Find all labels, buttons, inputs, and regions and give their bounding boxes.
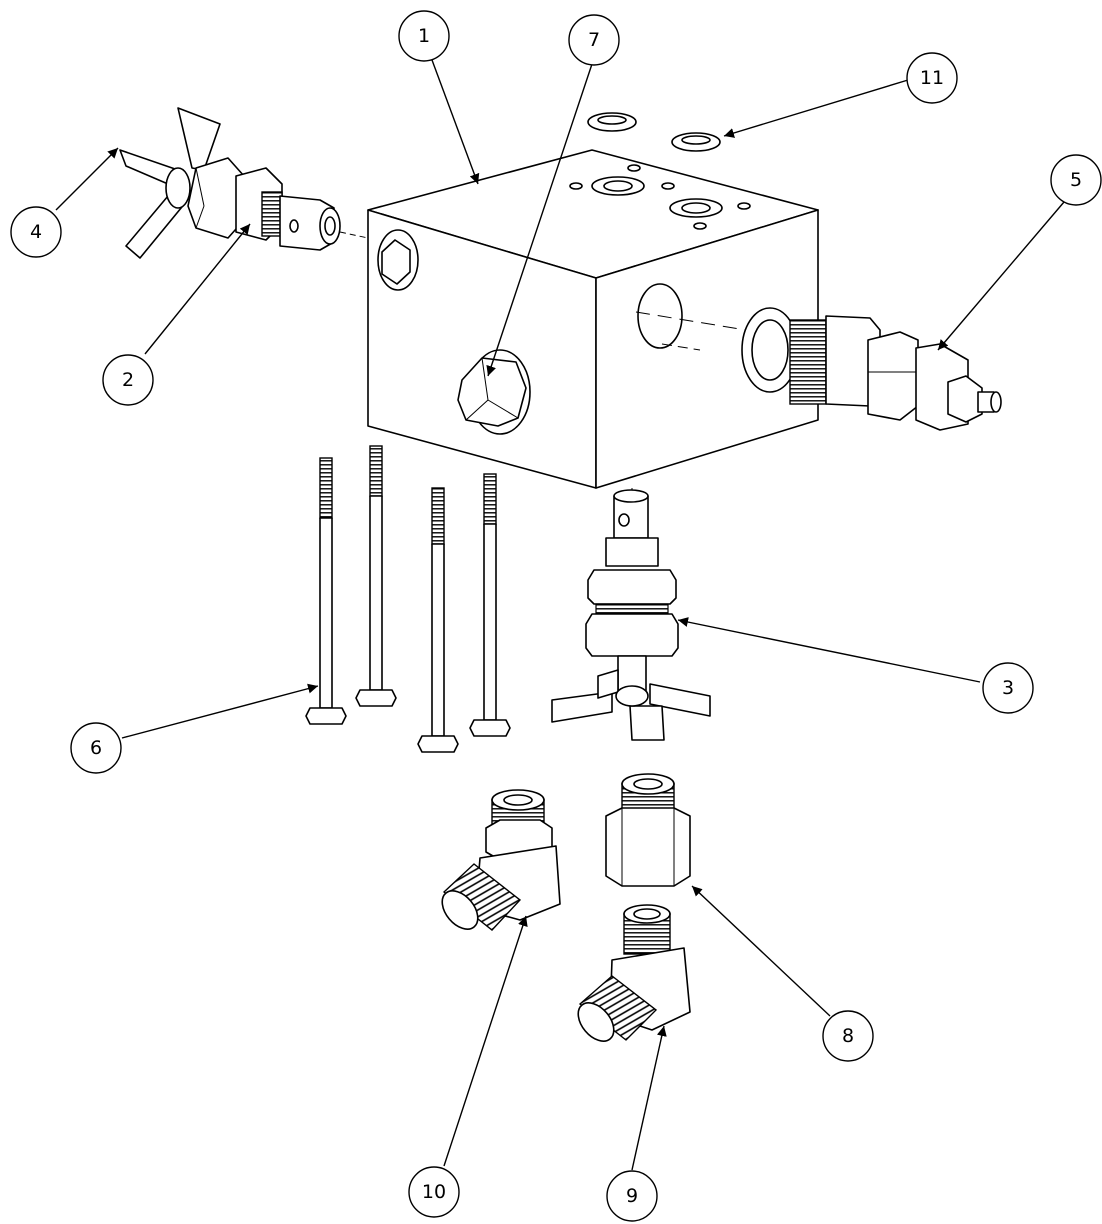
balloon-label: 11 xyxy=(920,67,944,89)
balloon-4: 4 xyxy=(10,206,62,258)
cartridge-valve-left xyxy=(119,107,369,259)
balloon-9: 9 xyxy=(606,1170,658,1222)
bolts xyxy=(305,445,511,753)
elbow-fitting-left xyxy=(441,789,561,931)
balloon-label: 7 xyxy=(588,29,600,51)
balloon-2: 2 xyxy=(102,354,154,406)
adapter-fitting xyxy=(605,773,691,887)
balloon-label: 5 xyxy=(1070,169,1082,191)
manifold-block xyxy=(367,149,819,489)
balloon-label: 9 xyxy=(626,1185,638,1207)
balloon-label: 1 xyxy=(418,25,430,47)
balloon-label: 4 xyxy=(30,221,42,243)
o-ring-washers xyxy=(587,112,721,152)
balloon-10: 10 xyxy=(408,1166,460,1218)
balloon-5: 5 xyxy=(1050,154,1102,206)
leader-lines xyxy=(55,59,1065,1171)
balloon-label: 3 xyxy=(1002,677,1014,699)
cartridge-valve-bottom xyxy=(551,488,711,741)
balloon-label: 10 xyxy=(422,1181,446,1203)
balloon-label: 6 xyxy=(90,737,102,759)
balloon-11: 11 xyxy=(906,52,958,104)
balloon-8: 8 xyxy=(822,1010,874,1062)
balloon-7: 7 xyxy=(568,14,620,66)
elbow-fitting-right xyxy=(577,904,691,1042)
balloon-6: 6 xyxy=(70,722,122,774)
balloon-1: 1 xyxy=(398,10,450,62)
balloon-label: 8 xyxy=(842,1025,854,1047)
balloon-label: 2 xyxy=(122,369,134,391)
balloon-3: 3 xyxy=(982,662,1034,714)
cartridge-valve-right xyxy=(635,307,1002,431)
